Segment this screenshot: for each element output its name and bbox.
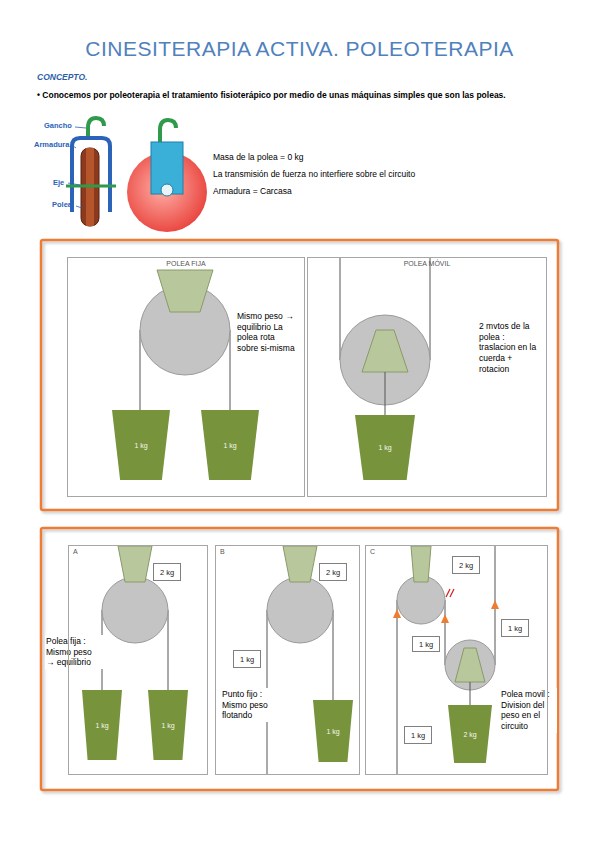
weight-label: 1 kg bbox=[378, 444, 391, 451]
annotation: Polea fija : Mismo peso → equilibrio bbox=[45, 635, 103, 669]
weight-outline bbox=[201, 410, 259, 480]
diagram-panel: A 2 kg 1 kg 1 kg bbox=[68, 545, 208, 775]
weight-label: 1 kg bbox=[508, 624, 522, 633]
diagram-panel: POLEA FIJA 1 kg 1 kg bbox=[67, 257, 305, 497]
weight-trapezoid: 1 kg bbox=[82, 690, 122, 760]
weight-trapezoid: 1 kg bbox=[201, 410, 259, 480]
weight-box: 1 kg bbox=[501, 619, 529, 637]
weight-label: 2 kg bbox=[326, 568, 340, 577]
weight-outline bbox=[82, 690, 122, 760]
weight-trapezoid: 1 kg bbox=[112, 410, 170, 480]
annotation: Punto fijo : Mismo peso flotando bbox=[221, 688, 283, 722]
diagram-panel: B 2 kg 1 kg 1 kg bbox=[215, 545, 360, 775]
weight-label: 1 kg bbox=[411, 731, 425, 740]
weight-label: 2 kg bbox=[160, 568, 174, 577]
weight-box: 1 kg bbox=[233, 650, 261, 668]
weight-outline bbox=[148, 690, 188, 760]
part-name: Polea bbox=[52, 200, 72, 209]
panel-heading: POLEA FIJA bbox=[68, 260, 304, 267]
weight-label: 1 kg bbox=[223, 442, 236, 449]
bullet-text: • Conocemos por poleoterapia el tratamie… bbox=[37, 90, 577, 101]
frame bbox=[41, 528, 558, 790]
panel-heading: POLEA MÓVIL bbox=[308, 260, 546, 267]
weight-label: 1 kg bbox=[240, 655, 254, 664]
pulley-c bbox=[393, 546, 499, 775]
movable-pulley bbox=[340, 258, 430, 415]
weight-outline bbox=[448, 705, 492, 763]
weight-label: 1 kg bbox=[95, 722, 108, 729]
note: La transmisión de fuerza no interfiere s… bbox=[213, 169, 415, 180]
weight-label: 1 kg bbox=[419, 640, 433, 649]
panel-heading: B bbox=[220, 548, 225, 555]
section-heading: CONCEPTO. bbox=[37, 72, 87, 83]
weight-label: 1 kg bbox=[161, 722, 174, 729]
annotation: Mismo peso → equilibrio La polea rota so… bbox=[236, 310, 296, 355]
weight-trapezoid: 1 kg bbox=[313, 700, 353, 762]
weight-label: 2 kg bbox=[459, 561, 473, 570]
diagram-panel: C 2 kg 1 kg 1 kg 1 kg 2 kg bbox=[365, 545, 548, 775]
weight-label: 1 kg bbox=[134, 442, 147, 449]
weight-trapezoid: 1 kg bbox=[355, 415, 415, 480]
pulley-side-view bbox=[66, 118, 116, 226]
weight-box: 2 kg bbox=[319, 563, 347, 581]
diagram-panel: POLEA MÓVIL 1 kg bbox=[307, 257, 547, 497]
weight-box: 2 kg bbox=[452, 556, 480, 574]
part-name: Eje bbox=[53, 178, 64, 187]
annotation: 2 mvtos de la polea : traslacion en la c… bbox=[478, 320, 544, 375]
page-title: CINESITERAPIA ACTIVA. POLEOTERAPIA bbox=[0, 36, 599, 62]
panel-heading: A bbox=[73, 548, 78, 555]
note: Armadura = Carcasa bbox=[213, 186, 292, 197]
panel-heading: C bbox=[370, 548, 375, 555]
fixed-pulley bbox=[140, 270, 230, 410]
pulley-front-view bbox=[127, 120, 207, 232]
note: Masa de la polea = 0 kg bbox=[213, 152, 304, 163]
weight-label: 1 kg bbox=[326, 728, 339, 735]
frame bbox=[41, 240, 558, 510]
annotation: Polea movil : Division del peso en el ci… bbox=[500, 688, 557, 733]
weight-outline bbox=[313, 700, 353, 762]
weight-trapezoid: 1 kg bbox=[148, 690, 188, 760]
weight-outline bbox=[112, 410, 170, 480]
part-name: Gancho bbox=[44, 121, 72, 130]
weight-trapezoid: 2 kg bbox=[448, 705, 492, 763]
weight-outline bbox=[355, 415, 415, 480]
weight-box: 2 kg bbox=[153, 563, 181, 581]
weight-label: 2 kg bbox=[463, 731, 476, 738]
weight-box: 1 kg bbox=[412, 636, 440, 652]
weight-box: 1 kg bbox=[404, 726, 432, 744]
part-name: Armadura bbox=[34, 140, 69, 149]
